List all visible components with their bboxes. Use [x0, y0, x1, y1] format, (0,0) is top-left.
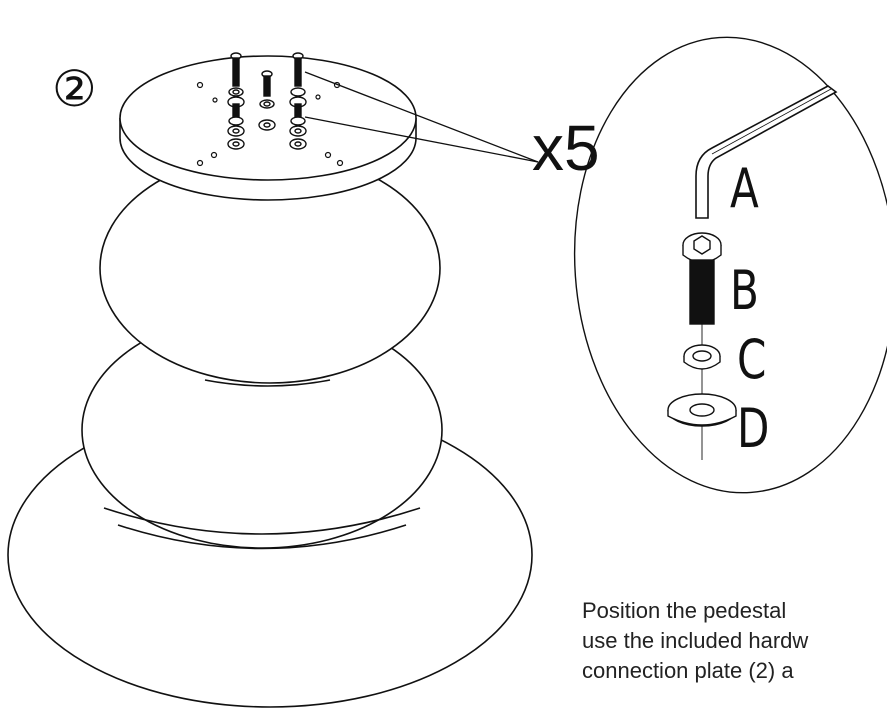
- part-letter-a: A: [730, 158, 759, 220]
- instruction-text: Position the pedestal use the included h…: [582, 596, 887, 715]
- leader-lines: [304, 71, 539, 163]
- flat-washer-icon: [667, 393, 737, 427]
- instruction-line: Position the pedestal: [582, 598, 787, 623]
- part-letter-d: D: [737, 398, 769, 460]
- bolt-icon: [682, 232, 722, 460]
- allen-key-icon: [695, 85, 838, 219]
- hardware-detail-oval: [573, 36, 887, 494]
- connection-plate: [119, 55, 417, 201]
- plate-bolts: [227, 52, 307, 150]
- instruction-line: connection plate (2) a: [582, 658, 794, 683]
- quantity-label: x5: [532, 112, 600, 184]
- step-number: ②: [52, 61, 97, 117]
- upper-bulb: [99, 152, 441, 387]
- plate-holes: [196, 81, 344, 167]
- instruction-line: use the included hardw: [582, 628, 809, 653]
- part-letter-b: B: [730, 260, 759, 322]
- spring-washer-icon: [683, 344, 721, 370]
- part-letter-c: C: [737, 329, 766, 391]
